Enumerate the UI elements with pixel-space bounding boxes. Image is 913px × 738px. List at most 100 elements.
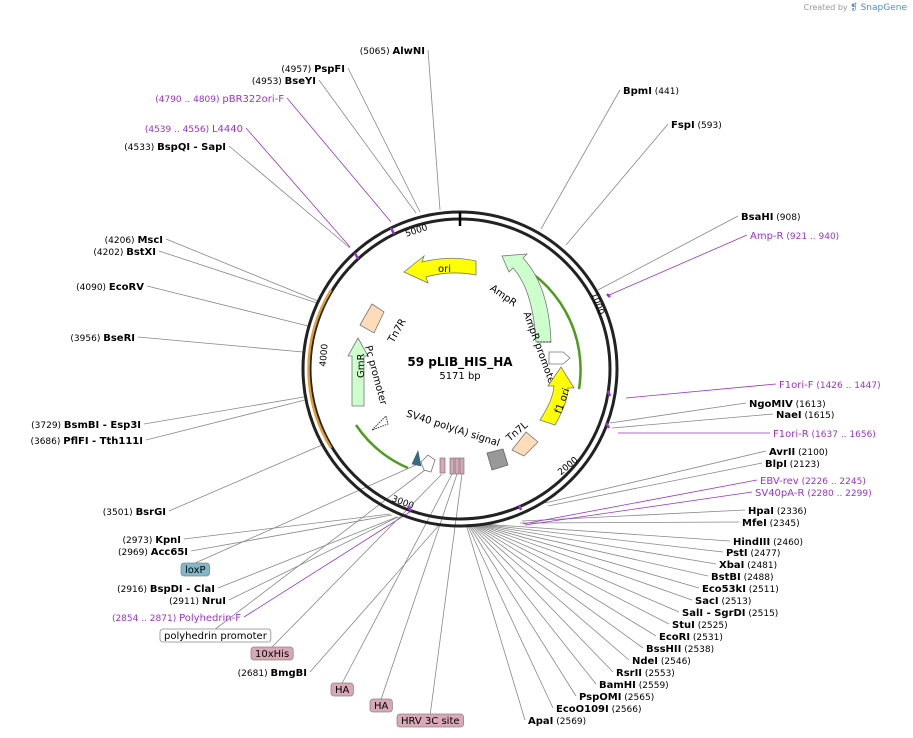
- enzyme-label-right[interactable]: StuI (2525): [672, 620, 728, 631]
- sv40-label: SV40 poly(A) signal: [405, 409, 501, 450]
- feature-box-label[interactable]: loxP: [180, 562, 210, 577]
- primer-label-right[interactable]: EBV-rev (2226 .. 2245): [760, 476, 866, 487]
- leader-lines: [137, 49, 777, 721]
- enzyme-label-right[interactable]: NdeI (2546): [632, 656, 691, 667]
- feature-box-label[interactable]: HRV 3C site: [396, 713, 464, 728]
- enzyme-label-right[interactable]: EcoRI (2531): [659, 632, 723, 643]
- enzyme-name: BamHI: [599, 680, 636, 691]
- enzyme-label-right[interactable]: BpmI (441): [623, 86, 679, 97]
- enzyme-label-right[interactable]: EcoO109I (2566): [556, 704, 642, 715]
- enzyme-leader: [519, 521, 740, 524]
- feature-box-bg: [180, 562, 210, 577]
- enzyme-label-left[interactable]: (4533) BspQI - SapI: [124, 142, 226, 153]
- enzyme-position: (2565): [621, 693, 654, 703]
- primer-label-right[interactable]: F1ori-R (1637 .. 1656): [773, 429, 876, 440]
- enzyme-label-right[interactable]: SalI - SgrDI (2515): [682, 608, 778, 619]
- enzyme-position: (2511): [746, 585, 779, 595]
- credit-prefix: Created by: [803, 3, 848, 12]
- feature-box-text: HA: [335, 685, 350, 696]
- enzyme-label-left[interactable]: (3501) BsrGI: [103, 507, 166, 518]
- primer-range: (1426 .. 1447): [813, 381, 880, 391]
- enzyme-label-left[interactable]: (2916) BspDI - ClaI: [117, 584, 215, 595]
- enzyme-label-left[interactable]: (2681) BmgBI: [238, 668, 307, 679]
- enzyme-position: (4090): [76, 283, 109, 293]
- enzyme-label-right[interactable]: RsrII (2553): [616, 668, 675, 679]
- enzyme-label-right[interactable]: AvrII (2100): [769, 447, 828, 458]
- enzyme-label-right[interactable]: SacI (2513): [695, 596, 751, 607]
- primer-label-right[interactable]: Amp-R (921 .. 940): [750, 231, 839, 242]
- enzyme-label-left[interactable]: (4957) PspFI: [281, 64, 345, 75]
- primer-range: (4539 .. 4556): [145, 125, 212, 135]
- primer-label-left[interactable]: (2854 .. 2871) Polyhedrin-F: [112, 613, 241, 624]
- feature-box-bg: [396, 713, 464, 728]
- enzyme-position: (2336): [774, 507, 807, 517]
- enzyme-leader: [466, 523, 554, 709]
- feature-box-label[interactable]: HA: [330, 682, 354, 697]
- enzyme-label-right[interactable]: BstBI (2488): [711, 572, 774, 583]
- primer-range: (2280 .. 2299): [804, 489, 871, 499]
- enzyme-label-left[interactable]: (2911) NruI: [169, 596, 226, 607]
- feature-box-label[interactable]: polyhedrin promoter: [159, 628, 272, 643]
- enzyme-label-right[interactable]: BlpI (2123): [765, 459, 820, 470]
- enzyme-label-left[interactable]: (2969) Acc65I: [118, 547, 188, 558]
- tn7r-label: Tn7R: [386, 317, 409, 346]
- enzyme-label-right[interactable]: HindIII (2460): [733, 537, 803, 548]
- enzyme-label-left[interactable]: (4953) BseYI: [252, 76, 316, 87]
- enzyme-leader: [597, 215, 739, 291]
- primer-mark-l4440: [353, 252, 360, 260]
- enzyme-label-left[interactable]: (3956) BseRI: [70, 333, 135, 344]
- enzyme-position: (3501): [103, 508, 136, 518]
- enzyme-label-left[interactable]: (4090) EcoRV: [76, 282, 144, 293]
- enzyme-leader: [217, 516, 398, 589]
- enzyme-label-right[interactable]: MfeI (2345): [742, 518, 800, 529]
- enzyme-label-right[interactable]: BamHI (2559): [599, 680, 669, 691]
- primer-mark-ebv: [517, 504, 523, 511]
- enzyme-label-right[interactable]: XbaI (2481): [719, 560, 777, 571]
- enzyme-label-right[interactable]: NgoMIV (1613): [749, 399, 826, 410]
- credit-brand: SnapGene: [860, 3, 907, 13]
- enzyme-label-right[interactable]: PstI (2477): [726, 548, 780, 559]
- enzyme-label-right[interactable]: ApaI (2569): [528, 716, 586, 727]
- enzyme-label-left[interactable]: (3686) PflFI - Tth111I: [30, 436, 143, 447]
- enzyme-name: XbaI: [719, 560, 744, 571]
- polyhedrin-promoter-arrow: [420, 454, 436, 473]
- enzyme-position: (4957): [281, 65, 314, 75]
- tn7l-box: [511, 431, 539, 457]
- primer-label-left[interactable]: (4790 .. 4809) pBR322ori-F: [155, 94, 284, 105]
- enzyme-label-left[interactable]: (4206) MscI: [105, 235, 163, 246]
- green-arc-gmr: [354, 424, 409, 470]
- primer-label-right[interactable]: SV40pA-R (2280 .. 2299): [755, 488, 872, 499]
- enzyme-name: HindIII: [733, 537, 770, 548]
- enzyme-position: (2969): [118, 548, 151, 558]
- enzyme-position: (4953): [252, 77, 285, 87]
- primer-label-right[interactable]: F1ori-F (1426 .. 1447): [779, 380, 881, 391]
- primer-label-left[interactable]: (4539 .. 4556) L4440: [145, 124, 243, 135]
- feature-box-label[interactable]: 10xHis: [250, 646, 294, 661]
- enzyme-position: (1615): [802, 411, 835, 421]
- enzyme-name: PspFI: [314, 64, 345, 75]
- enzyme-label-left[interactable]: (3729) BsmBI - Esp3I: [31, 420, 141, 431]
- enzyme-label-left[interactable]: (5065) AlwNI: [360, 46, 425, 57]
- enzyme-label-left[interactable]: (2973) KpnI: [122, 535, 181, 546]
- enzyme-label-right[interactable]: HpaI (2336): [748, 506, 807, 517]
- ha-mark-1: [449, 457, 455, 475]
- primer-marks: [353, 227, 612, 512]
- enzyme-label-right[interactable]: PspOMI (2565): [579, 692, 654, 703]
- enzyme-label-right[interactable]: BssHII (2538): [646, 644, 714, 655]
- f1ori-arrow: [539, 366, 575, 426]
- feature-box-label[interactable]: HA: [369, 698, 393, 713]
- enzyme-leader: [476, 523, 700, 589]
- feature-box-text: HRV 3C site: [401, 716, 460, 727]
- enzyme-name: BstXI: [126, 247, 156, 258]
- enzyme-label-right[interactable]: Eco53kI (2511): [702, 584, 779, 595]
- enzyme-name: Acc65I: [151, 547, 188, 558]
- enzyme-label-left[interactable]: (4202) BstXI: [93, 247, 156, 258]
- enzyme-leader: [540, 89, 621, 230]
- hrv-mark: [459, 457, 465, 475]
- enzyme-position: (2525): [695, 621, 728, 631]
- enzyme-name: Eco53kI: [702, 584, 746, 595]
- enzyme-label-right[interactable]: BsaHI (908): [741, 212, 800, 223]
- enzyme-label-right[interactable]: NaeI (1615): [776, 410, 834, 421]
- enzyme-label-right[interactable]: FspI (593): [671, 120, 722, 131]
- enzyme-leader: [474, 523, 680, 613]
